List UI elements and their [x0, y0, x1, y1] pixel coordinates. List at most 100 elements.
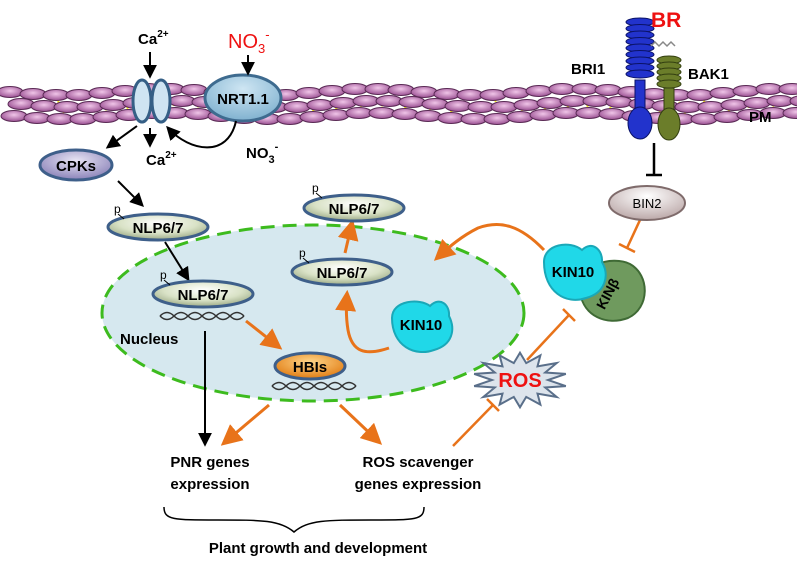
- arrow-kin10-to-nlp: [335, 289, 390, 354]
- lipid-head: [19, 88, 47, 100]
- arrow-hbis-to-pnr: [220, 403, 270, 446]
- lipid-head: [548, 83, 576, 95]
- lipid-head: [65, 89, 93, 101]
- nlp-mid-label: NLP6/7: [317, 265, 368, 282]
- lipid-head: [594, 84, 622, 96]
- nlp-nucleus-node: NLP6/7 p: [151, 268, 255, 321]
- phospho-mark: p: [299, 246, 306, 260]
- ros-node: ROS: [473, 350, 567, 410]
- phospho-mark: p: [114, 202, 121, 216]
- bin2-label: BIN2: [633, 196, 662, 211]
- lipid-head: [743, 97, 771, 109]
- lipid-head: [483, 113, 511, 125]
- lipid-head: [421, 98, 449, 110]
- lipid-head: [53, 101, 81, 113]
- inhibit-ros-kin10: [526, 314, 570, 361]
- nrt1-1-transporter: NRT1.1: [203, 73, 283, 123]
- lipid-head: [789, 95, 797, 107]
- plant-growth-label: Plant growth and development: [209, 540, 427, 557]
- lipid-head: [30, 100, 58, 112]
- lipid-head: [529, 109, 557, 121]
- lipid-head: [345, 107, 373, 119]
- nlp-exported-label: NLP6/7: [329, 201, 380, 218]
- lipid-head: [306, 99, 334, 111]
- lipid-head: [755, 83, 783, 95]
- lipid-head: [437, 112, 465, 124]
- arrow-hbis-to-scavenger: [338, 403, 383, 445]
- inhibit-scavenger-ros: [452, 404, 494, 447]
- arrow-nlp-to-hbis: [245, 319, 283, 350]
- nlp-cytoplasm-label: NLP6/7: [133, 220, 184, 237]
- lipid-head: [513, 99, 541, 111]
- lipid-head: [387, 84, 415, 96]
- cpks-node: CPKs: [38, 148, 114, 182]
- lipid-head: [709, 87, 737, 99]
- lipid-head: [368, 107, 396, 119]
- lipid-head: [502, 87, 530, 99]
- lipid-head: [364, 83, 392, 95]
- lipid-head: [7, 98, 35, 110]
- lipid-head: [318, 85, 346, 97]
- lipid-head: [76, 101, 104, 113]
- lipid-head: [414, 110, 442, 122]
- lipid-head: [283, 101, 311, 113]
- lipid-head: [571, 83, 599, 95]
- arrow-nlp-export: [337, 218, 359, 254]
- br-ligand-icon: [650, 40, 676, 48]
- lipid-head: [295, 87, 323, 99]
- nitrate-input-label: NO3-: [228, 27, 270, 56]
- lipid-head: [582, 95, 610, 107]
- lipid-head: [720, 99, 748, 111]
- lipid-head: [782, 107, 797, 119]
- lipid-head: [559, 95, 587, 107]
- nrt1-1-label: NRT1.1: [217, 91, 269, 108]
- arrow-cpks-to-nlp: [117, 180, 144, 207]
- lipid-head: [479, 89, 507, 101]
- lipid-head: [467, 101, 495, 113]
- lipid-head: [444, 100, 472, 112]
- lipid-head: [23, 112, 51, 124]
- pnr-expression-line2: expression: [170, 476, 249, 493]
- nlp-nucleus-mid-node: NLP6/7 p: [290, 246, 394, 287]
- lipid-head: [686, 89, 714, 101]
- arrow-kin10-cyto-to-nucleus: [433, 223, 546, 261]
- bri1-label: BRI1: [571, 61, 605, 78]
- lipid-head: [690, 113, 718, 125]
- lipid-head: [42, 89, 70, 101]
- lipid-head: [0, 110, 28, 122]
- lipid-head: [674, 101, 702, 113]
- arrow-nlp-to-nucleus: [164, 241, 190, 282]
- lipid-head: [460, 113, 488, 125]
- black-arrows: [105, 52, 255, 447]
- nlp-exported-node: NLP6/7 p: [302, 181, 406, 223]
- kin10-nucleus-label: KIN10: [400, 317, 443, 334]
- nlp-nucleus-label: NLP6/7: [178, 287, 229, 304]
- lipid-head: [506, 111, 534, 123]
- lipid-head: [713, 111, 741, 123]
- lipid-head: [46, 113, 74, 125]
- lipid-head: [375, 95, 403, 107]
- lipid-head: [697, 101, 725, 113]
- ca-cytosol-label: Ca2+: [146, 150, 177, 169]
- ros-label: ROS: [498, 370, 541, 392]
- ca-input-label: Ca2+: [138, 29, 169, 48]
- lipid-head: [299, 111, 327, 123]
- lipid-head: [88, 87, 116, 99]
- ros-scavenger-line1: ROS scavenger: [363, 454, 474, 471]
- lipid-head: [605, 96, 633, 108]
- lipid-head: [552, 107, 580, 119]
- lipid-head: [341, 83, 369, 95]
- phospho-mark: p: [312, 181, 319, 195]
- kin10-cytoplasm-label: KIN10: [552, 264, 595, 281]
- nucleus-envelope: [100, 223, 526, 403]
- hbis-label: HBIs: [293, 359, 327, 376]
- bak1-label: BAK1: [688, 66, 729, 83]
- calcium-channel: [131, 78, 172, 124]
- lipid-head: [69, 113, 97, 125]
- ros-scavenger-line2: genes expression: [355, 476, 482, 493]
- pm-label: PM: [749, 109, 772, 126]
- lipid-head: [433, 88, 461, 100]
- lipid-head: [184, 108, 212, 120]
